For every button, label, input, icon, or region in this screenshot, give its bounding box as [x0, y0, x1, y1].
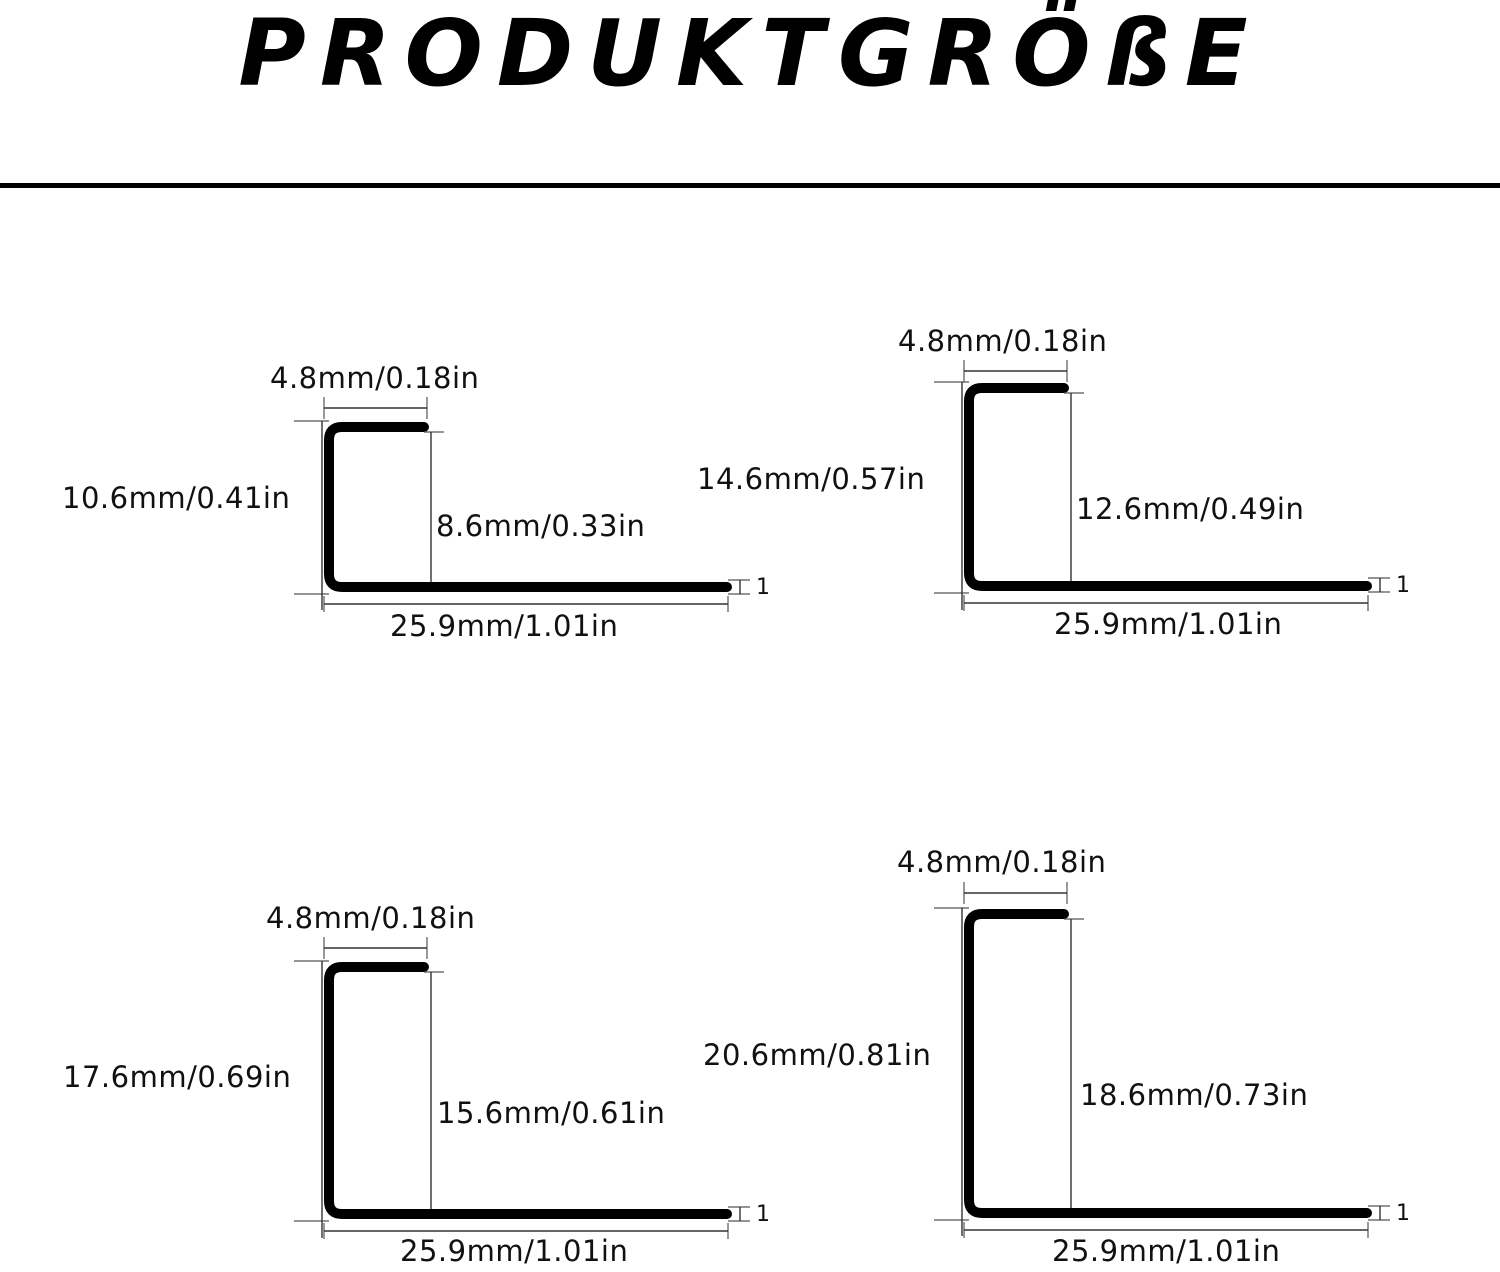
- profile-a-outer-height-label: 10.6mm/0.41in: [62, 481, 290, 515]
- profile-c-thickness-label: 1: [756, 1202, 770, 1227]
- profile-c-inner-height-label: 15.6mm/0.61in: [437, 1096, 665, 1130]
- profile-d-shape: [964, 909, 1372, 1218]
- profile-b-shape: [964, 383, 1372, 591]
- profile-b-base-width-label: 25.9mm/1.01in: [1054, 607, 1282, 641]
- page-title: PRODUKTGRÖßE: [238, 0, 1262, 107]
- profile-d-thickness-label: 1: [1396, 1201, 1410, 1226]
- title-divider: [0, 183, 1500, 188]
- profile-d: 4.8mm/0.18in 20.6mm/0.81in 18.6mm/0.73in…: [703, 845, 1410, 1268]
- profile-d-base-width-label: 25.9mm/1.01in: [1052, 1234, 1280, 1268]
- profile-c: 4.8mm/0.18in 17.6mm/0.69in 15.6mm/0.61in…: [63, 901, 770, 1268]
- profile-b-thickness-label: 1: [1396, 573, 1410, 598]
- profile-c-base-width-label: 25.9mm/1.01in: [400, 1234, 628, 1268]
- profile-b-outer-height-label: 14.6mm/0.57in: [697, 462, 925, 496]
- profile-a-base-width-label: 25.9mm/1.01in: [390, 609, 618, 643]
- profile-d-inner-height-label: 18.6mm/0.73in: [1080, 1078, 1308, 1112]
- profile-a-shape: [324, 422, 732, 592]
- profile-c-outer-height-label: 17.6mm/0.69in: [63, 1060, 291, 1094]
- profile-a: 4.8mm/0.18in 10.6mm/0.41in 8.6mm/0.33in …: [62, 361, 770, 643]
- profile-d-outer-height-label: 20.6mm/0.81in: [703, 1038, 931, 1072]
- profile-a-top-width-label: 4.8mm/0.18in: [270, 361, 479, 395]
- profile-b-top-width-label: 4.8mm/0.18in: [898, 324, 1107, 358]
- profile-b: 4.8mm/0.18in 14.6mm/0.57in 12.6mm/0.49in…: [697, 324, 1410, 641]
- profile-a-thickness-label: 1: [756, 575, 770, 600]
- profile-d-top-width-label: 4.8mm/0.18in: [897, 845, 1106, 879]
- profile-c-top-width-label: 4.8mm/0.18in: [266, 901, 475, 935]
- profile-c-shape: [324, 962, 732, 1219]
- profile-b-inner-height-label: 12.6mm/0.49in: [1076, 492, 1304, 526]
- profile-a-inner-height-label: 8.6mm/0.33in: [436, 509, 645, 543]
